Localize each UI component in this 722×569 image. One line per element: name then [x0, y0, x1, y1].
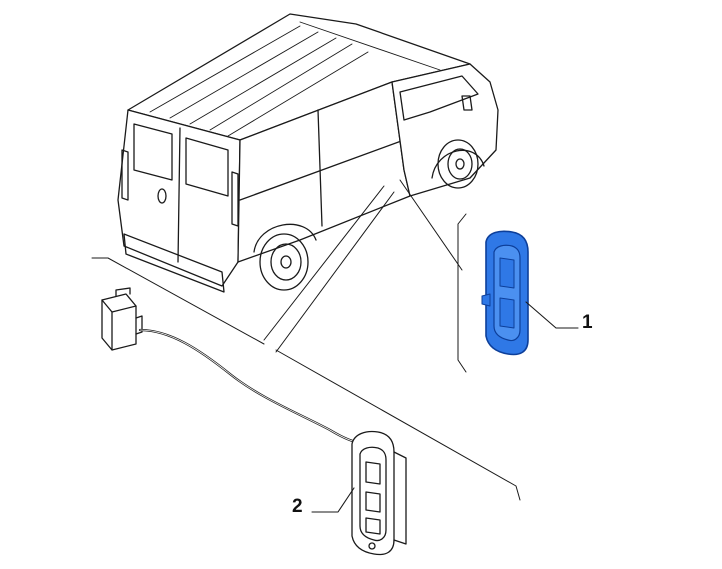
inset-frame-part-1 — [457, 213, 467, 373]
part-2-slot-c — [365, 517, 381, 535]
rear-door-split — [177, 127, 181, 263]
side-crease — [239, 139, 405, 201]
callout-line-1 — [525, 301, 579, 329]
front-wheel-arch — [431, 149, 485, 179]
part-1-slot-upper — [499, 257, 515, 289]
part-1-lamp-housing — [481, 230, 529, 356]
leader-lines — [91, 179, 521, 501]
sliding-door-line — [317, 109, 323, 227]
front-wheel — [437, 139, 479, 189]
callout-line-2 — [311, 487, 355, 513]
section-line-bottom — [275, 349, 521, 501]
rear-wheel — [253, 223, 317, 291]
part-1-slot-lower — [499, 297, 515, 329]
windscreen — [399, 75, 479, 121]
roof-ribs — [149, 21, 441, 137]
rear-bumper — [123, 233, 225, 293]
part-2-back — [393, 451, 407, 545]
part-2-lamp — [351, 430, 407, 556]
part-2-slot-b — [365, 491, 381, 513]
part-1-clip — [481, 293, 491, 307]
leader-to-part-2b — [275, 191, 395, 353]
rear-window-right — [185, 137, 229, 197]
callout-label-1: 1 — [582, 312, 593, 333]
harness-connector — [101, 287, 143, 351]
van-illustration — [117, 13, 499, 293]
rear-lamp-left — [121, 149, 129, 201]
harness-wire — [138, 328, 358, 444]
rear-window-left — [133, 123, 173, 181]
harness-wire-inner — [139, 329, 357, 443]
part-2-slot-a — [365, 461, 381, 485]
part-2-assembly — [101, 287, 407, 556]
leader-to-part-2 — [263, 185, 385, 341]
section-line-top — [91, 257, 265, 345]
part-2-screw — [368, 542, 376, 550]
part-2-inner — [359, 446, 387, 542]
leader-to-part-1 — [399, 179, 463, 271]
side-mirror — [461, 95, 473, 111]
callout-label-2: 2 — [292, 496, 303, 517]
rear-emblem — [157, 188, 167, 204]
van-cab — [391, 63, 499, 197]
